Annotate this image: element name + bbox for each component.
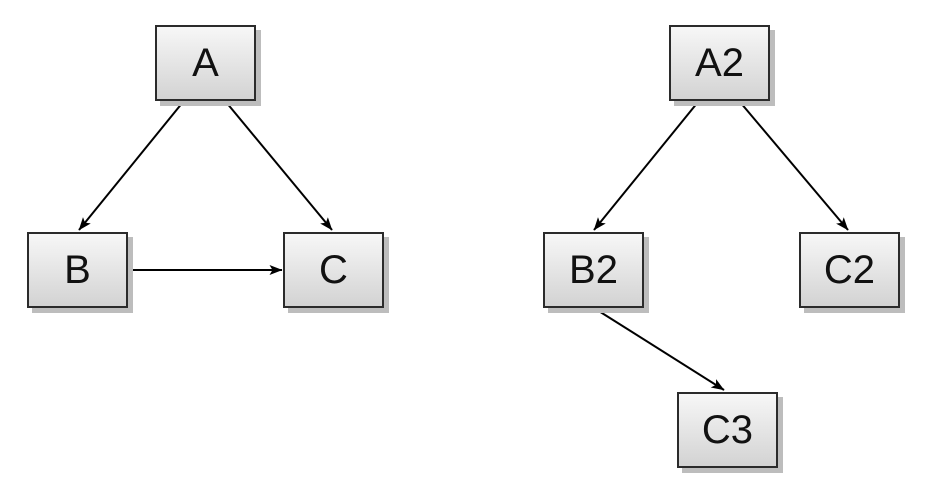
node-label: C3 (701, 408, 754, 452)
edge-A2-B2 (593, 101, 699, 231)
node-B2: B2 (543, 232, 644, 308)
node-label: C (319, 248, 348, 292)
node-label: A2 (695, 41, 744, 85)
node-label: C2 (823, 248, 876, 292)
node-label: B2 (569, 248, 618, 292)
node-A2: A2 (669, 25, 770, 101)
node-B: B (27, 232, 128, 308)
edge-A2-C2 (739, 101, 849, 231)
node-label: A (192, 41, 219, 85)
node-label: B (64, 248, 91, 292)
edge-B2-C3 (593, 307, 725, 391)
edge-A-B (78, 101, 184, 231)
edge-A-C (225, 101, 333, 231)
node-A: A (155, 25, 256, 101)
node-C: C (283, 232, 384, 308)
node-C3: C3 (677, 392, 778, 468)
node-C2: C2 (799, 232, 900, 308)
